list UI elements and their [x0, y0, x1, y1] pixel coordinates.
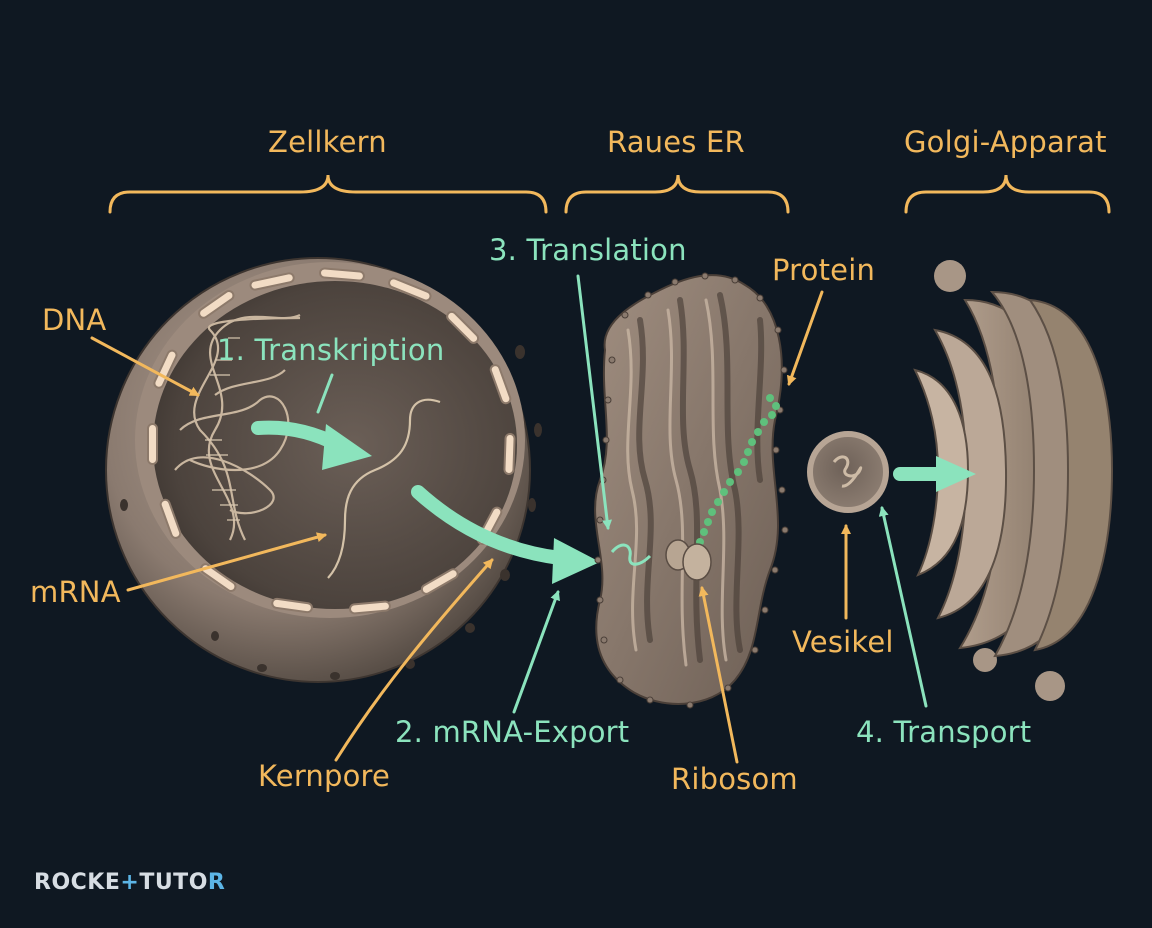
dna-helix [174, 313, 301, 541]
mrna-strand [327, 398, 441, 579]
outer-surface-pores [120, 345, 542, 680]
step-label-mrna-export: 2. mRNA-Export [395, 715, 630, 749]
ribosome [665, 539, 712, 581]
rough-er-illustration [594, 272, 789, 709]
transkription-pointer [316, 373, 334, 414]
dna-pointer [90, 336, 200, 397]
brand-part-4: R [207, 870, 226, 895]
transport-pointer [878, 506, 928, 708]
step-label-transcription: 1. Transkription [217, 333, 445, 367]
section-title-nucleus: Zellkern [268, 125, 387, 159]
er-mrna [610, 543, 652, 566]
brand-part-1: ROCKE [34, 870, 121, 895]
transcription-arrow-head [322, 424, 372, 470]
brace-golgi [904, 174, 1111, 214]
protein-pointer [786, 290, 824, 386]
vesicle-to-golgi-arrow-head [936, 456, 976, 492]
mrna-export-arrow [411, 485, 567, 565]
section-title-rough-er: Raues ER [607, 125, 745, 159]
brand-part-3: TUTO [139, 870, 208, 895]
nuclear-envelope-pores [147, 267, 516, 615]
export-pointer [512, 590, 560, 714]
brace-rough-er [564, 174, 790, 214]
step-label-translation: 3. Translation [489, 233, 687, 267]
nucleus-illustration [105, 257, 600, 683]
protein-chain [696, 394, 780, 546]
vesicle-illustration [807, 431, 889, 513]
mrna-export-arrow-head [552, 538, 600, 584]
section-title-golgi: Golgi-Apparat [904, 125, 1107, 159]
label-mrna: mRNA [30, 575, 121, 609]
ribosom-pointer [698, 586, 739, 764]
step-label-transport: 4. Transport [856, 715, 1032, 749]
label-vesikel: Vesikel [792, 625, 894, 659]
brace-nucleus [108, 174, 548, 214]
label-ribosom: Ribosom [671, 762, 798, 796]
er-ribosomes [594, 272, 789, 709]
dna-rungs [205, 337, 240, 521]
label-dna: DNA [42, 303, 107, 337]
mrna-pointer [126, 532, 327, 592]
translation-pointer [576, 274, 613, 530]
label-kernpore: Kernpore [258, 759, 391, 793]
brand-part-2: + [120, 870, 140, 895]
brand-logo: ROCKE+TUTOR [34, 872, 225, 894]
kernpore-pointer [334, 558, 494, 762]
label-protein: Protein [772, 253, 876, 287]
